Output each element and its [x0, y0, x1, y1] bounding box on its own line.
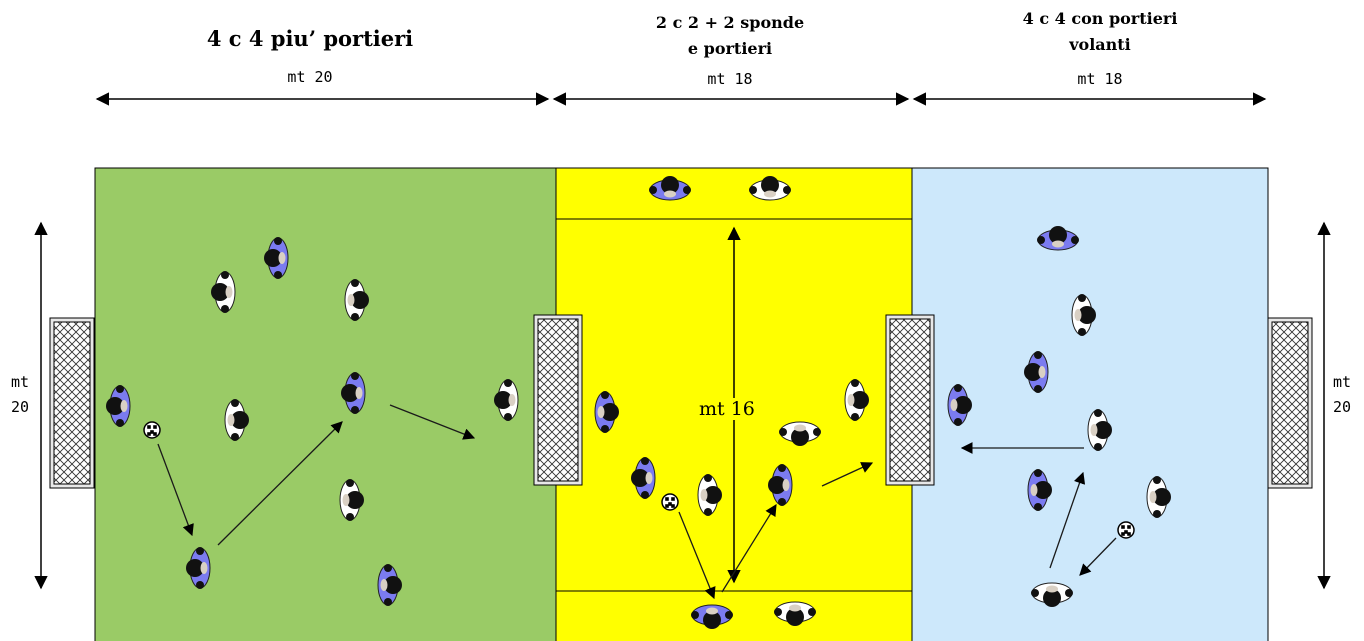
player-icon	[339, 479, 364, 521]
goal-net-icon	[1267, 317, 1313, 489]
player-icon	[1146, 476, 1171, 518]
player-icon	[749, 176, 791, 201]
player-icon	[697, 474, 722, 516]
player-icon	[844, 379, 869, 421]
arrow-icon	[1079, 537, 1117, 576]
player-icon	[691, 604, 733, 629]
zone-field-green	[94, 167, 557, 641]
player-icon	[1037, 226, 1079, 251]
zone-distance-2v2: mt 18	[707, 70, 753, 88]
zone-distance-4v4-flying: mt 18	[1077, 70, 1123, 88]
player-icon	[186, 547, 211, 589]
arrow-icon	[217, 421, 343, 546]
arrow-icon	[157, 443, 194, 537]
zone-title-4v4: 4 c 4 piu’ portieri	[206, 26, 414, 51]
goal-net-icon	[49, 317, 95, 489]
ball-icon	[661, 493, 679, 511]
player-icon	[1024, 351, 1049, 393]
player-icon	[1087, 409, 1112, 451]
player-icon	[344, 279, 369, 321]
zone-title-4v4-flying-line1: 4 c 4 con portieri	[1022, 9, 1178, 28]
player-icon	[494, 379, 519, 421]
ball-icon	[143, 421, 161, 439]
zone-title-2v2-line2: e portieri	[687, 39, 773, 58]
player-icon	[341, 372, 366, 414]
arrow-icon	[821, 462, 874, 487]
player-icon	[649, 176, 691, 201]
goal-net-icon	[533, 314, 583, 486]
player-icon	[631, 457, 656, 499]
player-icon	[106, 385, 131, 427]
zone-title-2v2: 2 c 2 + 2 sponde e portieri	[600, 10, 860, 62]
player-icon	[1027, 469, 1052, 511]
player-icon	[1031, 582, 1073, 607]
side-label-right-line2: 20	[1332, 398, 1352, 416]
player-icon	[377, 564, 402, 606]
player-icon	[594, 391, 619, 433]
zone-title-2v2-line1: 2 c 2 + 2 sponde	[655, 13, 805, 32]
length-label-16: mt 16	[696, 398, 758, 420]
ball-icon	[1117, 521, 1135, 539]
player-icon	[211, 271, 236, 313]
arrow-icon	[721, 504, 777, 593]
zone-title-4v4-flying: 4 c 4 con portieri volanti	[960, 6, 1240, 58]
goal-net-icon	[885, 314, 935, 486]
side-label-left: mt 20	[5, 370, 35, 420]
side-label-right: mt 20	[1326, 370, 1358, 420]
player-icon	[774, 601, 816, 626]
side-label-left-line1: mt	[10, 373, 30, 391]
player-icon	[768, 464, 793, 506]
player-icon	[947, 384, 972, 426]
arrow-icon	[678, 511, 716, 600]
zone-title-4v4-flying-line2: volanti	[1069, 35, 1131, 54]
player-icon	[224, 399, 249, 441]
player-icon	[1071, 294, 1096, 336]
zone-distance-4v4: mt 20	[287, 68, 333, 86]
side-label-left-line2: 20	[10, 398, 30, 416]
player-icon	[779, 421, 821, 446]
player-icon	[264, 237, 289, 279]
side-label-right-line1: mt	[1332, 373, 1352, 391]
arrow-icon	[1049, 471, 1086, 569]
arrow-icon	[389, 404, 476, 440]
